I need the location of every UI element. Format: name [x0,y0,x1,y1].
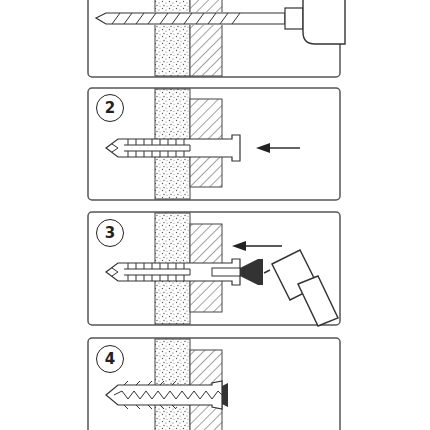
hammer [264,250,338,326]
step-number: 2 [96,94,124,122]
push-arrow [256,143,300,153]
screw [212,259,263,285]
step-number-text: 2 [105,101,115,116]
wall-plug [106,135,240,161]
wall-plug [106,259,240,285]
hit-arrow [232,241,282,251]
expanded-plug [106,381,228,409]
step-number-text: 3 [105,226,115,241]
step-number: 4 [96,345,124,373]
step-number: 3 [96,219,124,247]
step-number-text: 4 [105,352,115,367]
drill [96,0,345,44]
